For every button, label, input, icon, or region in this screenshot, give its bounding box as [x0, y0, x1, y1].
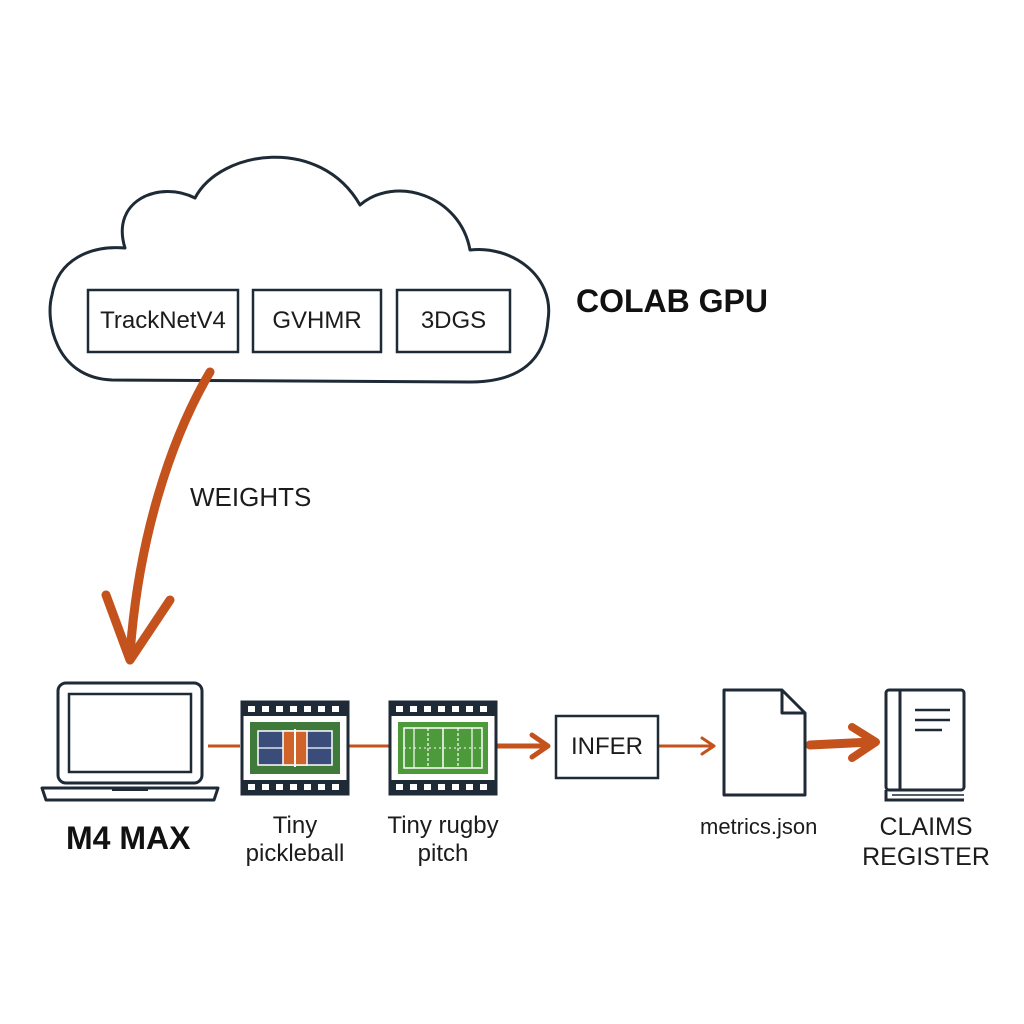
model-label-gvhmr: GVHMR — [272, 307, 362, 334]
model-label-tracknetv4: TrackNetV4 — [100, 307, 226, 334]
infer-box — [554, 714, 660, 780]
clip-label-pickleball-line1: Tiny — [272, 812, 318, 839]
model-box-tracknetv4 — [86, 288, 240, 354]
register-label-line2: REGISTER — [862, 843, 990, 871]
device-label: M4 MAX — [66, 820, 191, 856]
model-box-3dgs — [395, 288, 512, 354]
register-label-line1: CLAIMS — [879, 813, 973, 841]
arrowhead-infer — [529, 732, 551, 760]
clip-label-pickleball-line2: pickleball — [245, 840, 345, 867]
infer-label: INFER — [571, 733, 643, 760]
metrics-label: metrics.json — [700, 814, 818, 839]
register-label: CLAIMS REGISTER — [858, 812, 994, 872]
clip-label-rugby: Tiny rugby pitch — [376, 812, 510, 868]
clip-label-rugby-line2: pitch — [417, 840, 469, 867]
film-frame-rugby-icon — [388, 700, 498, 796]
document-icon — [722, 688, 807, 797]
laptop-icon — [40, 681, 220, 802]
cloud-title: COLAB GPU — [576, 283, 768, 319]
clip-label-rugby-line1: Tiny rugby — [387, 812, 499, 839]
clip-label-pickleball: Tiny pickleball — [228, 812, 362, 868]
weights-label: WEIGHTS — [190, 482, 312, 512]
model-label-3dgs: 3DGS — [420, 307, 487, 334]
film-frame-pickleball-icon — [240, 700, 350, 796]
arrowhead-metrics — [700, 736, 716, 756]
weights-arrowhead — [101, 590, 175, 665]
arrow-metrics-register — [805, 737, 877, 750]
book-icon — [884, 688, 966, 802]
weights-arrow — [125, 367, 215, 660]
model-box-gvhmr — [251, 288, 383, 354]
arrowhead-register — [848, 723, 880, 762]
